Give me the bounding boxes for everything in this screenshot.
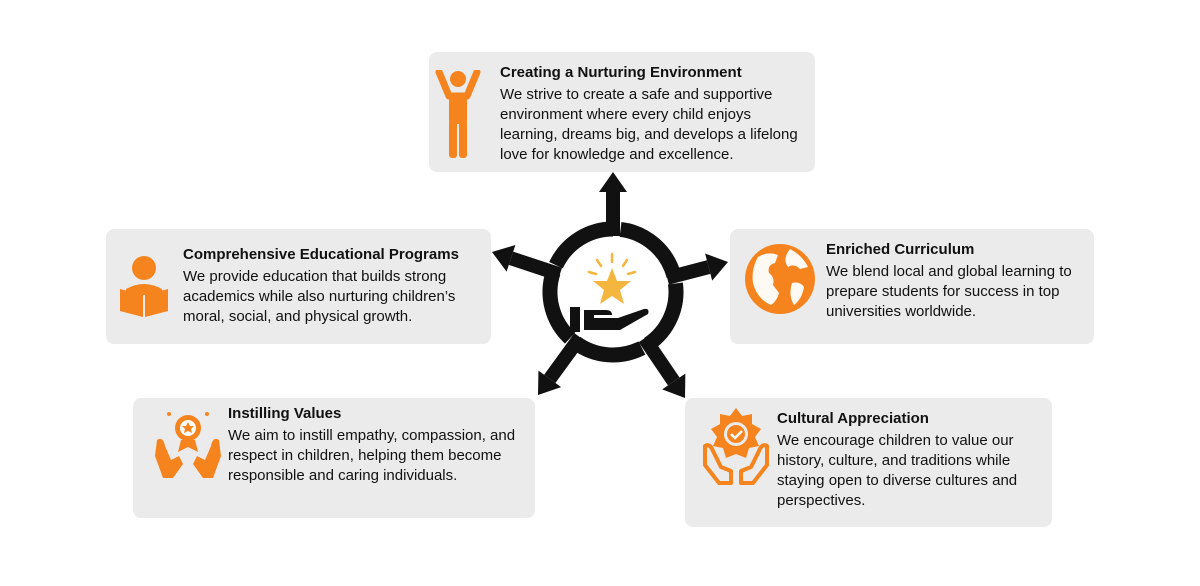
card-title: Instilling Values	[228, 405, 342, 422]
arrow-stem	[544, 333, 586, 383]
card-nurturing-environment: Creating a Nurturing Environment We stri…	[429, 52, 815, 172]
hands-badge-check-icon	[703, 408, 769, 485]
arrow-head-icon	[705, 253, 728, 281]
card-educational-programs: Comprehensive Educational Programs We pr…	[106, 229, 491, 344]
hands-medal-icon	[155, 412, 221, 478]
student-reading-icon	[120, 256, 168, 317]
card-title: Comprehensive Educational Programs	[183, 246, 459, 263]
card-body: We provide education that builds strong …	[183, 268, 456, 325]
card-title: Cultural Appreciation	[777, 410, 929, 427]
arrow-head-icon	[538, 370, 562, 395]
card-instilling-values: Instilling Values We aim to instill empa…	[133, 398, 535, 518]
card-cultural-appreciation: Cultural Appreciation We encourage child…	[685, 398, 1052, 527]
card-body: We strive to create a safe and supportiv…	[500, 86, 798, 163]
arrow-stem	[638, 334, 680, 386]
arrow-stem	[508, 251, 563, 282]
ring-arc	[549, 221, 614, 269]
card-title: Enriched Curriculum	[826, 241, 975, 258]
globe-icon	[745, 244, 815, 314]
card-body: We aim to instill empathy, compassion, a…	[228, 427, 516, 484]
card-title: Creating a Nurturing Environment	[500, 64, 742, 81]
arrow-head-icon	[662, 373, 686, 398]
card-body: We blend local and global learning to pr…	[826, 263, 1072, 320]
arrow-head-icon	[599, 172, 627, 192]
card-body: We encourage children to value our histo…	[777, 432, 1018, 509]
ring-arc	[643, 282, 684, 351]
hand-holding-star-icon	[570, 252, 649, 332]
arrow-stem	[665, 260, 711, 285]
ring-arc	[571, 336, 646, 363]
ring-arc	[542, 269, 576, 344]
ring-arc	[619, 222, 682, 279]
arrow-ring	[492, 172, 728, 398]
arrow-head-icon	[492, 244, 516, 272]
person-arms-raised-icon	[435, 70, 481, 158]
card-enriched-curriculum: Enriched Curriculum We blend local and g…	[730, 229, 1094, 344]
